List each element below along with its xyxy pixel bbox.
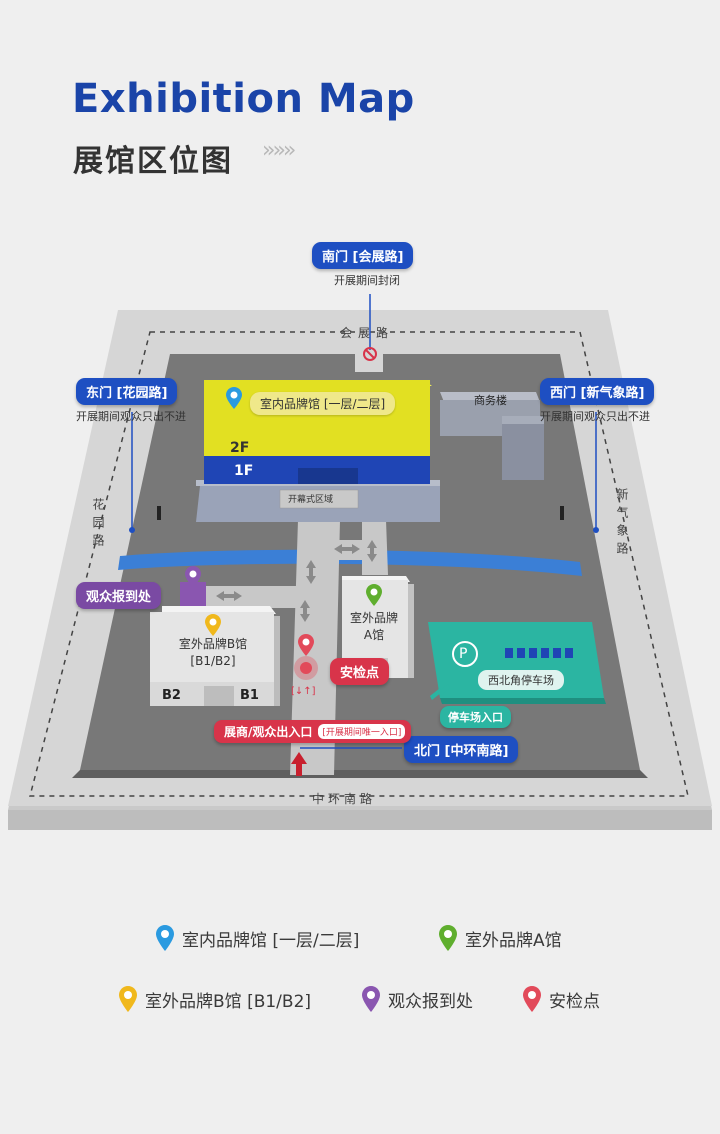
legend-item-indoor: 室内品牌馆 [一层/二层]: [156, 925, 359, 951]
river: [118, 549, 582, 576]
floor-2f-label: 2F: [230, 440, 250, 456]
legend-pin-red-icon: [523, 986, 541, 1012]
road-top-label: 会展路: [340, 326, 395, 340]
legend-item-hall-a: 室外品牌A馆: [439, 925, 562, 951]
north-gate-label: 北门 [中环南路]: [404, 736, 519, 763]
entrance-arrow: [291, 752, 307, 776]
legend-item-hall-b: 室外品牌B馆 [B1/B2]: [119, 986, 311, 1012]
legend-pin-yellow-icon: [119, 986, 137, 1012]
flow-direction-mark: [↓↑]: [291, 686, 316, 697]
entrance-note: [开展期间唯一入口]: [318, 724, 406, 739]
page-title: Exhibition Map: [72, 76, 415, 122]
main-walkway: [290, 520, 340, 775]
no-entry-icon: [363, 347, 377, 361]
parking-entry-label: 停车场入口: [440, 706, 511, 728]
hall-b1-mark: B1: [240, 688, 259, 703]
page-subtitle: 展馆区位图: [73, 144, 233, 179]
legend-pin-purple-icon: [362, 986, 380, 1012]
road-centerline: [29, 331, 689, 797]
road-left-label: 花园路: [91, 498, 105, 552]
checkin-label: 观众报到处: [76, 582, 162, 609]
legend-pin-green-icon: [439, 925, 457, 951]
legend-item-checkin: 观众报到处: [362, 986, 473, 1012]
security-pin-icon: [298, 634, 314, 660]
map-illustration: [8, 294, 712, 830]
chevrons-decoration: »»»: [262, 138, 296, 163]
checkin-pin-icon: [185, 566, 201, 592]
legend-pin-blue-icon: [156, 925, 174, 951]
parking-label: 西北角停车场: [478, 670, 564, 690]
hall-b-pin-icon: [205, 614, 221, 640]
hall-b-label: 室外品牌B馆[B1/B2]: [178, 637, 248, 668]
opening-area-label: 开幕式区域: [288, 495, 334, 505]
road-right-label: 新气象路: [615, 488, 629, 560]
parking-p-icon: P: [459, 646, 468, 662]
indoor-hall-pin-icon: [226, 387, 242, 413]
hall-a-pin-icon: [366, 584, 382, 610]
road-bottom-label: 中环南路: [312, 792, 377, 806]
exhibition-map: 会展路 花园路 新气象路 中环南路 南门 [会展路] 开展期间封闭 东门 [花园…: [0, 230, 720, 840]
business-building-label: 商务楼: [474, 394, 507, 407]
hall-b2-mark: B2: [162, 688, 181, 703]
east-gate-label: 东门 [花园路]: [76, 378, 178, 405]
security-label: 安检点: [330, 658, 390, 685]
west-gate-note: 开展期间观众只出不进: [540, 410, 650, 423]
floor-1f-label: 1F: [234, 463, 254, 479]
entrance-label: 展商/观众出入口 [开展期间唯一入口]: [214, 720, 412, 743]
legend-item-security: 安检点: [523, 986, 600, 1012]
west-gate-label: 西门 [新气象路]: [540, 378, 655, 405]
indoor-hall-label: 室内品牌馆 [一层/二层]: [250, 392, 396, 415]
south-gate-label: 南门 [会展路]: [312, 242, 414, 269]
parking-spaces: [505, 648, 573, 658]
east-gate-note: 开展期间观众只出不进: [76, 410, 186, 423]
south-gate-note: 开展期间封闭: [334, 274, 400, 287]
